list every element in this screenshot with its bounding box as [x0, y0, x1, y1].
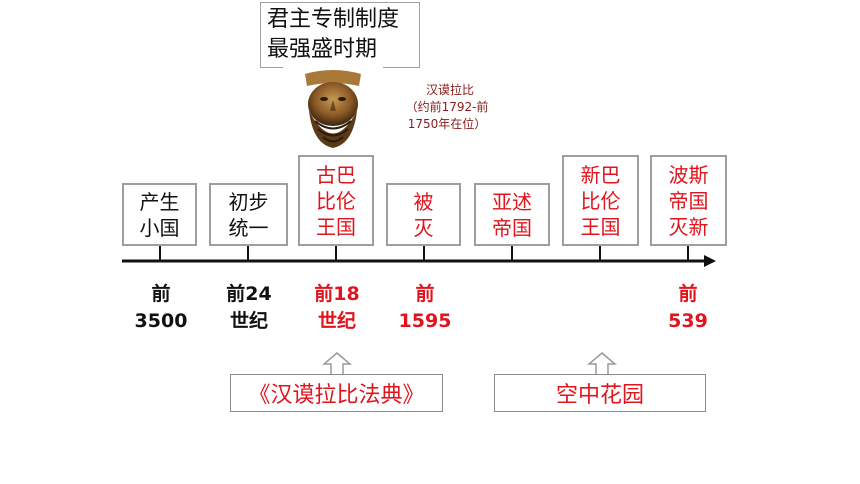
- date-539bc: 前 539: [668, 283, 708, 332]
- event-box-destroyed: 被 灭: [386, 183, 461, 246]
- date-18th-century: 前18 世纪: [314, 283, 360, 332]
- hammurabi-portrait: [283, 66, 383, 150]
- event-box-small-states: 产生 小国: [122, 183, 197, 246]
- up-arrow-icon: [587, 352, 617, 376]
- portrait-caption-name: 汉谟拉比: [425, 83, 474, 97]
- event-box-initial-unification: 初步 统一: [209, 183, 288, 246]
- title-box: 君主专制制度 最强盛时期: [260, 2, 420, 68]
- date-3500bc: 前 3500: [134, 283, 188, 332]
- event-box-persia: 波斯 帝国 灭新: [650, 155, 727, 246]
- portrait-caption-reign: （约前1792-前 1750年在位）: [405, 100, 489, 131]
- event-box-neo-babylon: 新巴 比伦 王国: [562, 155, 639, 246]
- up-arrow-icon: [322, 352, 352, 376]
- event-box-assyria: 亚述 帝国: [474, 183, 550, 246]
- date-24th-century: 前24 世纪: [226, 283, 272, 332]
- date-1595bc: 前 1595: [398, 283, 452, 332]
- event-box-old-babylon: 古巴 比伦 王国: [298, 155, 374, 246]
- callout-hammurabi-code: 《汉谟拉比法典》: [230, 374, 443, 412]
- callout-hanging-gardens: 空中花园: [494, 374, 706, 412]
